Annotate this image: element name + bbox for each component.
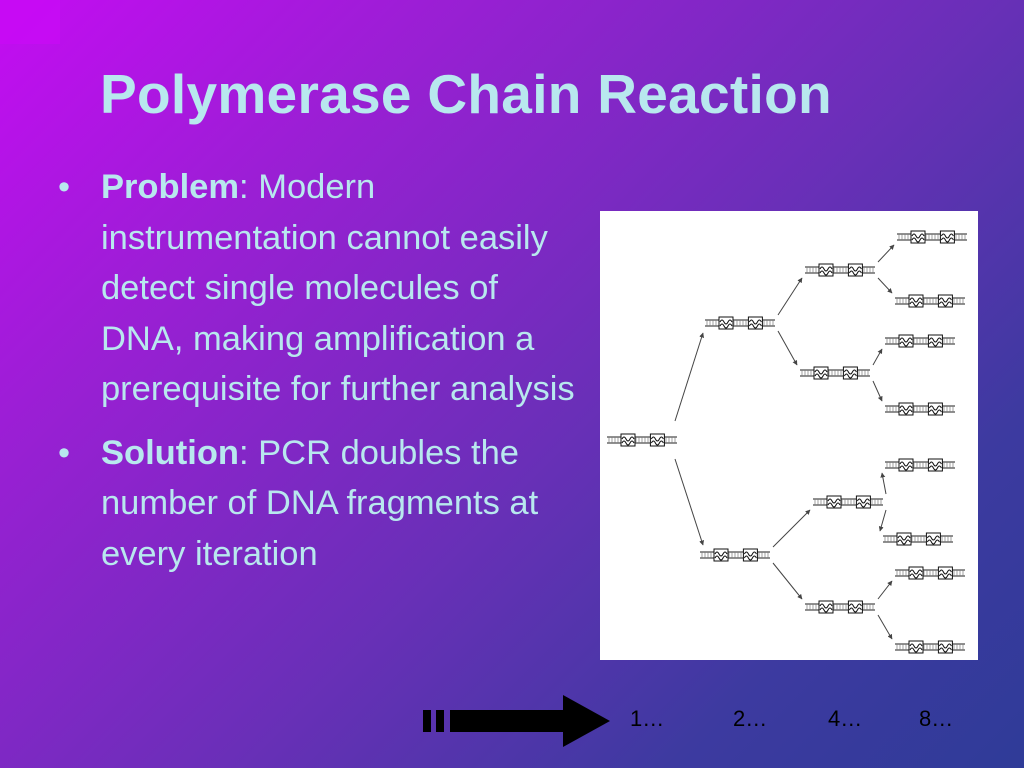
- count-label-8: 8…: [919, 706, 954, 731]
- bullet-problem: • Problem: Modern instrumentation cannot…: [58, 162, 578, 415]
- progress-arrow: [420, 693, 610, 749]
- slide-title: Polymerase Chain Reaction: [100, 63, 832, 125]
- count-label-1: 1…: [630, 706, 665, 731]
- dna-fragment-icon: [607, 433, 677, 447]
- bullet-text: : Modern instrumentation cannot easily d…: [101, 168, 575, 408]
- dna-fragment-icon: [700, 548, 770, 562]
- arrow-stripe-2: [436, 710, 444, 732]
- branch-arrow: [872, 348, 883, 366]
- dna-fragment-icon: [885, 402, 955, 416]
- branch-arrow: [878, 509, 887, 532]
- count-label-4: 4…: [828, 706, 863, 731]
- pcr-tree-drawing: [607, 230, 967, 654]
- dna-fragment-icon: [805, 600, 875, 614]
- branch-arrow: [877, 614, 893, 640]
- bullet-lead: Solution: [101, 433, 239, 472]
- branch-arrow: [877, 277, 893, 294]
- branch-arrow: [674, 458, 704, 546]
- bullet-text: : PCR doubles the number of DNA fragment…: [101, 433, 539, 573]
- dna-fragment-icon: [895, 640, 965, 654]
- bullet-symbol: •: [58, 433, 71, 472]
- branch-arrow: [777, 277, 803, 316]
- pcr-amplification-diagram: [600, 211, 978, 660]
- dna-fragment-icon: [800, 366, 870, 380]
- branch-arrow: [772, 509, 811, 548]
- corner-accent: [0, 0, 60, 44]
- branch-arrow: [772, 562, 803, 600]
- bullet-solution: • Solution: PCR doubles the number of DN…: [58, 428, 578, 580]
- count-label-2: 2…: [733, 706, 768, 731]
- branch-arrow: [877, 244, 895, 263]
- dna-fragment-icon: [883, 532, 953, 546]
- dna-fragment-icon: [705, 316, 775, 330]
- dna-fragment-icon: [897, 230, 967, 244]
- branch-arrow: [777, 330, 798, 366]
- dna-fragment-icon: [885, 458, 955, 472]
- dna-fragment-icon: [895, 294, 965, 308]
- dna-fragment-icon: [885, 334, 955, 348]
- dna-fragment-icon: [895, 566, 965, 580]
- dna-fragment-icon: [813, 495, 883, 509]
- bullet-list: • Problem: Modern instrumentation cannot…: [58, 162, 578, 592]
- branch-arrow: [877, 580, 893, 600]
- bullet-lead: Problem: [101, 168, 240, 206]
- arrow-head: [563, 695, 610, 747]
- branch-arrow: [872, 380, 883, 402]
- branch-arrow: [674, 332, 705, 422]
- dna-fragment-icon: [805, 263, 875, 277]
- bullet-symbol: •: [58, 168, 71, 206]
- arrow-shaft: [450, 710, 565, 732]
- arrow-stripe-1: [423, 710, 431, 732]
- branch-arrow: [880, 472, 887, 495]
